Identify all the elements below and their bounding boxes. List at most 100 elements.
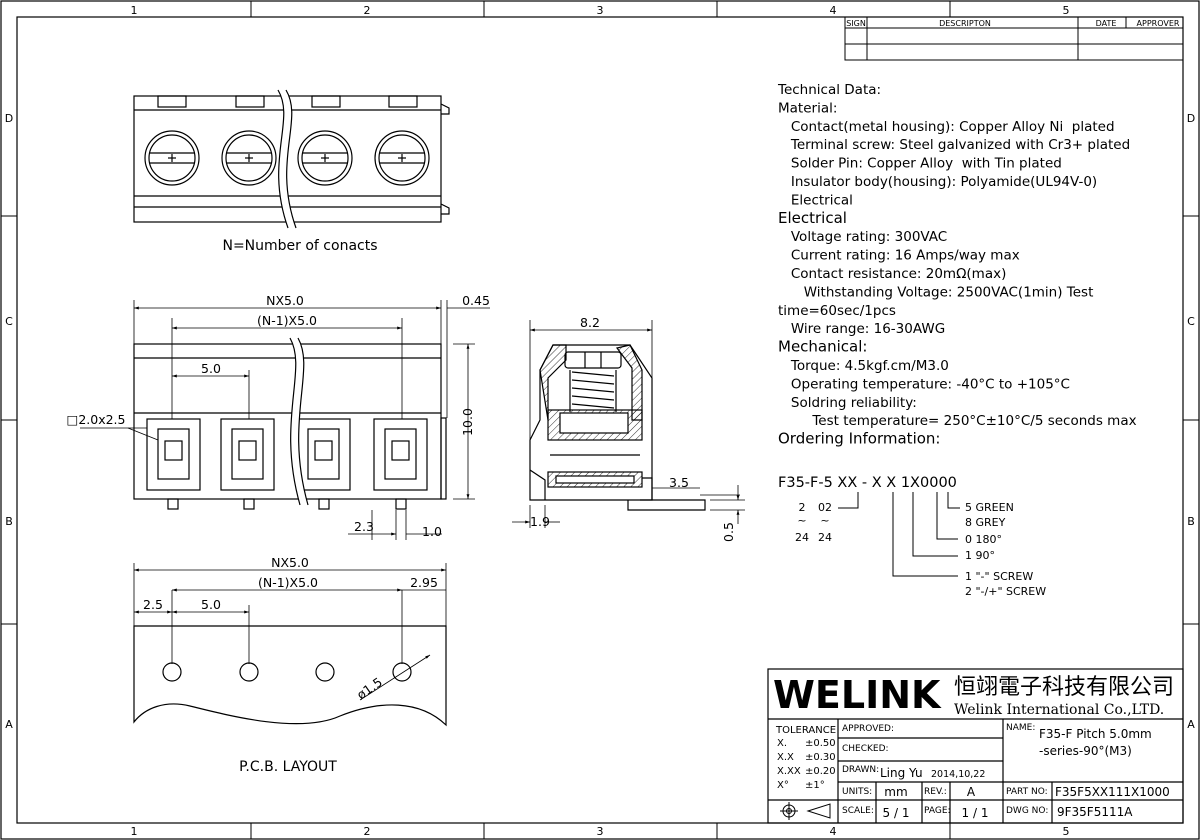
- checked-label: CHECKED:: [842, 744, 889, 754]
- part-no-value: F35F5XX111X1000: [1055, 785, 1170, 799]
- drawn-label: DRAWN:: [842, 765, 879, 775]
- tol-xxx-label: X.XX: [777, 766, 801, 777]
- tech-line: Contact(metal housing): Copper Alloy Ni …: [778, 119, 1115, 135]
- units-value: mm: [884, 785, 907, 799]
- col-label-1-bottom: 1: [131, 825, 138, 838]
- poles-b-max: 24: [818, 531, 832, 544]
- company-chinese-name: 恒翊電子科技有限公司: [954, 675, 1174, 700]
- row-label-c: C: [5, 315, 13, 328]
- tech-line: Ordering Information:: [778, 430, 940, 448]
- side-dimensions: [512, 320, 745, 528]
- dwg-no-value: 9F35F5111A: [1057, 805, 1133, 819]
- dim-pcb-295: 2.95: [410, 575, 438, 590]
- tolerance-label: TOLERANCE: [775, 725, 836, 736]
- rev-header-approver: APPROVER: [1137, 19, 1180, 28]
- part-no-label: PART NO:: [1006, 787, 1048, 797]
- poles-b-sep: ~: [820, 514, 829, 527]
- dim-front-10: 1.0: [422, 524, 442, 539]
- angle-option-90: 1 90°: [965, 549, 995, 562]
- rev-header-sign: SIGN: [846, 19, 866, 28]
- dim-front-23: 2.3: [354, 519, 374, 534]
- top-view-caption: N=Number of conacts: [222, 238, 377, 254]
- tech-line: Test temperature= 250°C±10°C/5 seconds m…: [778, 413, 1137, 429]
- pcb-dimensions: [133, 563, 447, 701]
- tech-line: Technical Data:: [777, 82, 881, 98]
- top-view: [133, 87, 450, 230]
- tech-line: Electrical: [778, 192, 853, 208]
- col-label-4: 4: [830, 4, 837, 17]
- rev-label: REV.:: [924, 787, 947, 797]
- rev-header-date: DATE: [1096, 19, 1117, 28]
- row-label-c-right: C: [1187, 315, 1195, 328]
- dim-front-nx: NX5.0: [266, 293, 304, 308]
- dim-side-05: 0.5: [721, 522, 736, 542]
- scale-value: 5 / 1: [883, 806, 910, 820]
- dim-pcb-50: 5.0: [201, 597, 221, 612]
- part-name-line1: F35-F Pitch 5.0mm: [1039, 727, 1152, 741]
- col-label-1: 1: [131, 4, 138, 17]
- approved-label: APPROVED:: [842, 724, 894, 734]
- tech-line: Soldring reliability:: [778, 395, 917, 411]
- tech-line: Voltage rating: 300VAC: [778, 229, 947, 245]
- tech-line: Insulator body(housing): Polyamide(UL94V…: [778, 174, 1097, 190]
- poles-b-min: 02: [818, 501, 832, 514]
- col-label-3: 3: [597, 4, 604, 17]
- tech-line: Current rating: 16 Amps/way max: [778, 248, 1020, 264]
- dim-front-height: 10.0: [460, 408, 475, 436]
- tol-x-label: X.: [777, 738, 787, 749]
- projection-symbol-icon: [780, 802, 831, 820]
- front-dimensions: [80, 300, 490, 540]
- scale-label: SCALE:: [842, 806, 874, 816]
- row-label-b-right: B: [1187, 515, 1195, 528]
- dim-pcb-25: 2.5: [143, 597, 163, 612]
- page-value: 1 / 1: [962, 806, 989, 820]
- tol-x-value: ±0.50: [805, 738, 836, 749]
- front-view: [133, 336, 447, 510]
- tech-line: Torque: 4.5kgf.cm/M3.0: [778, 358, 949, 374]
- color-option-grey: 8 GREY: [965, 516, 1006, 529]
- poles-a-sep: ~: [797, 514, 806, 527]
- title-block-text: WELINK 恒翊電子科技有限公司 Welink International C…: [773, 673, 1174, 820]
- dim-side-35: 3.5: [669, 475, 689, 490]
- tech-line: Withstanding Voltage: 2500VAC(1min) Test: [778, 284, 1093, 300]
- row-label-a: A: [5, 718, 13, 731]
- poles-a-min: 2: [799, 501, 806, 514]
- page-label: PAGE:: [924, 806, 951, 816]
- tol-deg-label: X°: [777, 780, 789, 791]
- technical-data: Technical Data: Material: Contact(metal h…: [777, 82, 1137, 448]
- title-block: [767, 668, 1184, 824]
- col-label-4-bottom: 4: [830, 825, 837, 838]
- tol-xx-label: X.X: [777, 752, 794, 763]
- row-label-b: B: [5, 515, 13, 528]
- name-label: NAME:: [1006, 723, 1035, 733]
- tech-line: Contact resistance: 20mΩ(max): [778, 266, 1006, 282]
- dim-front-n1: (N-1)X5.0: [257, 313, 317, 328]
- rev-value: A: [967, 785, 976, 799]
- dim-side-82: 8.2: [580, 315, 600, 330]
- revision-table: SIGN DESCRIPTON DATE APPROVER: [844, 16, 1184, 61]
- dim-pcb-n1: (N-1)X5.0: [258, 575, 318, 590]
- ordering-information: F35-F-5 XX - X X 1X0000 2 ~ 24 02 ~ 24 5…: [778, 475, 1046, 598]
- angle-option-180: 0 180°: [965, 533, 1002, 546]
- brand-logo: WELINK: [773, 673, 942, 717]
- part-name-line2: -series-90°(M3): [1039, 744, 1132, 758]
- ordering-code: F35-F-5 XX - X X 1X0000: [778, 475, 957, 491]
- tech-line: Material:: [778, 100, 837, 116]
- dim-front-square: □2.0x2.5: [67, 412, 126, 427]
- tech-line: Terminal screw: Steel galvanized with Cr…: [778, 137, 1130, 153]
- tech-line: Mechanical:: [778, 338, 867, 356]
- dim-front-pitch: 5.0: [201, 361, 221, 376]
- tol-deg-value: ±1°: [805, 780, 825, 791]
- pcb-caption: P.C.B. LAYOUT: [239, 759, 337, 775]
- drawn-value: Ling Yu: [880, 766, 923, 780]
- row-label-a-right: A: [1187, 718, 1195, 731]
- row-label-d-right: D: [1187, 112, 1195, 125]
- screw-option-2: 2 "-/+" SCREW: [965, 585, 1046, 598]
- tech-line: Electrical: [778, 209, 847, 227]
- pcb-layout-view: [133, 625, 447, 727]
- col-label-5-bottom: 5: [1063, 825, 1070, 838]
- dim-pcb-nx: NX5.0: [271, 555, 309, 570]
- tech-line: time=60sec/1pcs: [778, 303, 896, 319]
- company-name: Welink International Co.,LTD.: [954, 702, 1164, 718]
